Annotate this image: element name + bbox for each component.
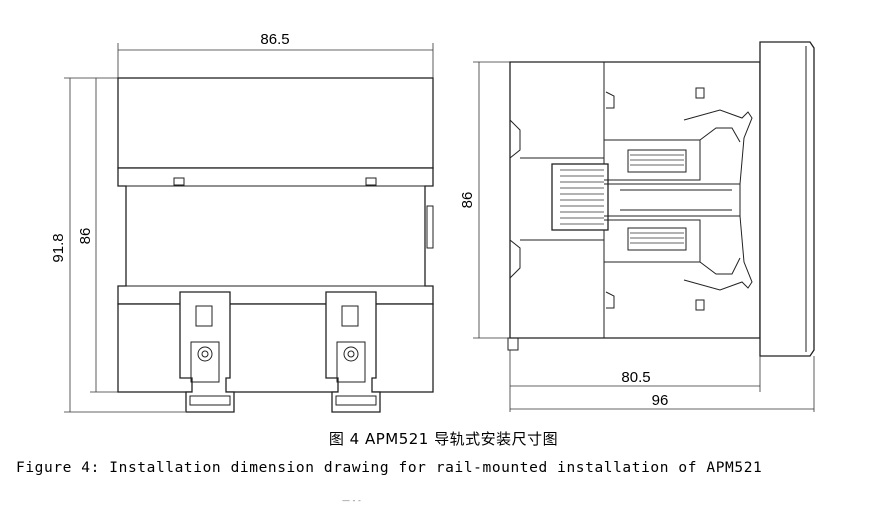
side-view: 86 (459, 41, 815, 412)
side-total-depth-label: 96 (652, 392, 669, 409)
front-total-height-label: 91.8 (50, 233, 67, 262)
installation-drawing: 86.5 91.8 86 (50, 31, 815, 413)
front-body-height-label: 86 (77, 228, 94, 245)
caption-english: Figure 4: Installation dimension drawing… (16, 460, 763, 476)
front-view: 86.5 91.8 86 (50, 31, 434, 413)
side-body-depth-label: 80.5 (621, 369, 650, 386)
side-height-label: 86 (459, 192, 476, 209)
front-width-label: 86.5 (260, 31, 289, 48)
footer-fragment: — - - (342, 496, 361, 505)
caption-chinese: 图 4 APM521 导轨式安装尺寸图 (328, 430, 559, 448)
